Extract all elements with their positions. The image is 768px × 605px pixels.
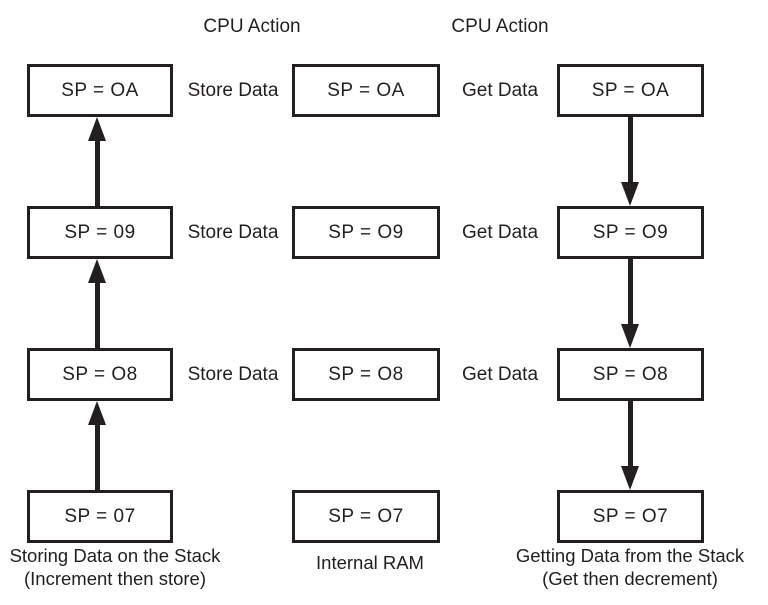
up-arrow-icon bbox=[87, 117, 107, 206]
get-stack-caption: Getting Data from the Stack (Get then de… bbox=[495, 544, 765, 590]
store-stack-box-sp-09: SP = 09 bbox=[27, 206, 173, 259]
store-data-label: Store Data bbox=[187, 222, 279, 243]
store-stack-caption-line1: Storing Data on the Stack bbox=[9, 545, 221, 566]
arrow-shaft bbox=[94, 283, 100, 348]
internal-ram-caption: Internal RAM bbox=[316, 552, 424, 573]
arrowhead-up-icon bbox=[88, 117, 106, 141]
get-stack-caption-line1: Getting Data from the Stack bbox=[515, 545, 745, 566]
arrowhead-up-icon bbox=[88, 259, 106, 283]
get-data-label: Get Data bbox=[461, 222, 539, 243]
arrowhead-down-icon bbox=[621, 182, 639, 206]
arrow-shaft bbox=[627, 259, 633, 324]
cpu-action-title-right: CPU Action bbox=[451, 16, 549, 37]
get-stack-box-sp-08: SP = O8 bbox=[557, 348, 704, 401]
ram-box-sp-0a: SP = OA bbox=[292, 64, 440, 117]
get-data-label: Get Data bbox=[461, 364, 539, 385]
arrow-shaft bbox=[627, 401, 633, 466]
store-stack-box-sp-0a: SP = OA bbox=[27, 64, 173, 117]
arrowhead-down-icon bbox=[621, 324, 639, 348]
cpu-action-title-left: CPU Action bbox=[203, 16, 301, 37]
down-arrow-icon bbox=[620, 401, 640, 490]
down-arrow-icon bbox=[620, 117, 640, 206]
arrowhead-down-icon bbox=[621, 466, 639, 490]
ram-box-sp-08: SP = O8 bbox=[292, 348, 440, 401]
get-stack-box-sp-0a: SP = OA bbox=[557, 64, 704, 117]
down-arrow-icon bbox=[620, 259, 640, 348]
store-stack-box-sp-08: SP = O8 bbox=[27, 348, 173, 401]
get-stack-caption-line2: (Get then decrement) bbox=[542, 568, 718, 589]
store-stack-caption: Storing Data on the Stack (Increment the… bbox=[0, 544, 230, 590]
store-data-label: Store Data bbox=[187, 80, 279, 101]
arrow-shaft bbox=[627, 117, 633, 182]
get-data-label: Get Data bbox=[461, 80, 539, 101]
get-stack-box-sp-07: SP = O7 bbox=[557, 490, 704, 543]
arrowhead-up-icon bbox=[88, 401, 106, 425]
arrow-shaft bbox=[94, 425, 100, 490]
store-stack-caption-line2: (Increment then store) bbox=[24, 568, 206, 589]
up-arrow-icon bbox=[87, 401, 107, 490]
ram-box-sp-09: SP = O9 bbox=[292, 206, 440, 259]
up-arrow-icon bbox=[87, 259, 107, 348]
get-stack-box-sp-09: SP = O9 bbox=[557, 206, 704, 259]
store-stack-box-sp-07: SP = 07 bbox=[27, 490, 173, 543]
store-data-label: Store Data bbox=[187, 364, 279, 385]
ram-box-sp-07: SP = O7 bbox=[292, 490, 440, 543]
arrow-shaft bbox=[94, 141, 100, 206]
